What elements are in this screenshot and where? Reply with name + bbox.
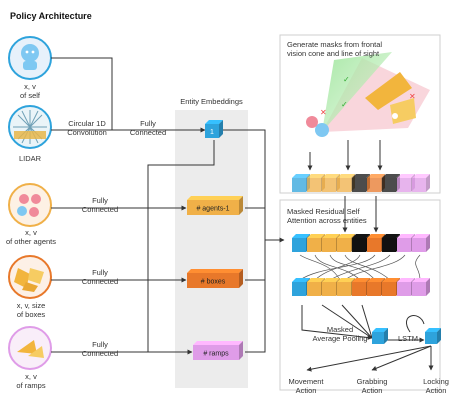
mask-generation-panel — [279, 34, 441, 194]
boxes-embed-label: # boxes — [201, 279, 226, 286]
diagram-title: Policy Architecture — [10, 11, 92, 21]
lidar-icon — [8, 105, 52, 149]
attention-output-row-token — [412, 278, 430, 296]
ramps-icon — [8, 326, 52, 370]
lstm-block — [425, 328, 441, 344]
svg-text:✕: ✕ — [320, 108, 327, 117]
self-embed-block: 1 — [205, 120, 223, 138]
self-embed-label: 1 — [210, 129, 214, 136]
agents-embed-block: # agents-1 — [187, 196, 243, 215]
ramps-embed-block: # ramps — [193, 341, 243, 360]
mask-row-token — [412, 174, 430, 192]
other-agents-icon — [8, 183, 52, 227]
svg-text:✓: ✓ — [343, 75, 350, 84]
svg-text:✕: ✕ — [409, 92, 416, 101]
boxes-icon — [8, 255, 52, 299]
lidar-input-label: LIDAR — [18, 154, 42, 163]
vision-cone-scene: ✕ ✓ ✓ ✕ — [306, 52, 430, 137]
output-blocks — [372, 328, 441, 344]
attention-crossing-lines — [299, 254, 421, 281]
connector-lines — [51, 57, 434, 372]
pooled-block — [372, 328, 388, 344]
attention-input-row-token — [412, 234, 430, 252]
entity-embeddings-title: Entity Embeddings — [180, 97, 243, 106]
attention-panel — [279, 199, 441, 391]
self-agent-icon — [8, 36, 52, 80]
lstm-label: LSTM — [397, 334, 418, 343]
boxes-embed-block: # boxes — [187, 269, 243, 288]
ramps-embed-label: # ramps — [203, 351, 229, 358]
svg-text:✓: ✓ — [341, 100, 348, 109]
agents-embed-label: # agents-1 — [196, 206, 229, 213]
embedding-blocks: 1 # agents-1 # boxes # ramps — [187, 120, 243, 360]
entity-token-rows — [292, 174, 430, 296]
